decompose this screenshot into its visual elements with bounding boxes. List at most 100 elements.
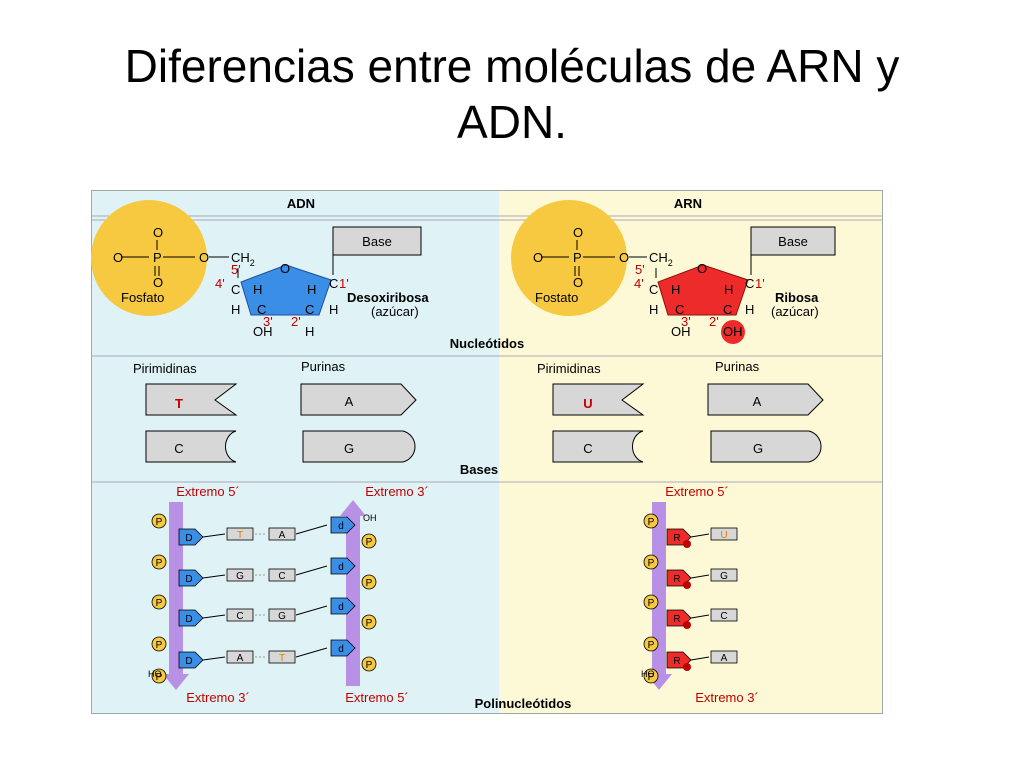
- rna-top-label: Extremo 5´: [665, 484, 729, 499]
- dna-h-left: H: [231, 302, 240, 317]
- rna-sugar-symbol: R: [673, 533, 680, 544]
- phosphate-symbol: P: [156, 517, 163, 528]
- dna-strand1-bottom-label: Extremo 3´: [186, 690, 250, 705]
- phosphate-circle: [361, 533, 377, 549]
- dna-strand1-top-label: Extremo 5´: [176, 484, 240, 499]
- dna-antiparallel-sugar: [330, 557, 356, 575]
- rna-base-letter: G: [720, 571, 728, 582]
- rna-h-left: H: [649, 302, 658, 317]
- dna-pyrimidine-c: C: [174, 441, 183, 456]
- dna-pyrimidine-t-shape: [145, 383, 238, 416]
- dna-c2-group: H: [305, 324, 314, 339]
- bond: [202, 614, 226, 619]
- rna-2-oh-dot: [683, 540, 691, 548]
- slide-title-line2: ADN.: [457, 96, 567, 148]
- phosphate-o-left: O: [113, 250, 123, 265]
- dna-nucleotide: O O P O O Fosfato CH2 5' O 4' C H H C 1'…: [91, 200, 429, 339]
- dna-base-partner: [268, 650, 296, 664]
- rna-c3: C: [675, 302, 684, 317]
- rna-purines-label: Purinas: [715, 359, 760, 374]
- phosphate-o-right: O: [619, 250, 629, 265]
- bases-section-label: Bases: [460, 462, 498, 477]
- rna-ch2: CH2: [649, 250, 673, 268]
- rna-purine-a: A: [753, 394, 762, 409]
- rna-prime-1: 1': [755, 276, 765, 291]
- rna-prime-3: 3': [681, 314, 691, 329]
- dna-prime-5: 5': [231, 262, 241, 277]
- bond: [202, 574, 226, 579]
- rna-c1: C: [745, 276, 754, 291]
- dna-base-partner: [268, 568, 296, 582]
- dna-sugar-symbol: D: [185, 574, 192, 585]
- rna-sugar-name: Ribosa: [775, 290, 819, 305]
- dna-purine-a-shape: [300, 383, 417, 416]
- rna-2-oh-dot: [683, 581, 691, 589]
- slide-title-line1: Diferencias entre moléculas de ARN y: [124, 40, 900, 92]
- rna-sugar-symbol: R: [673, 614, 680, 625]
- header-adn: ADN: [287, 196, 315, 211]
- dna-h4: H: [253, 282, 262, 297]
- rna-prime-4: 4': [634, 276, 644, 291]
- rna-base-flag-label: Base: [778, 234, 808, 249]
- phosphate-circle: [643, 594, 659, 610]
- rna-bases: Pirimidinas Purinas U A C G: [537, 359, 824, 463]
- dna-base-flag: [332, 226, 422, 256]
- rna-2-oh-dot: [683, 663, 691, 671]
- rna-base-letter: A: [721, 653, 728, 664]
- dna-base-letter: A: [237, 653, 244, 664]
- dna-base-partner-letter: A: [279, 530, 286, 541]
- deoxyribose-ring: [240, 264, 332, 316]
- phosphate-circle: [151, 513, 167, 529]
- dna-antiparallel-sugar: [330, 516, 356, 534]
- phosphate-o-bottom: O: [153, 275, 163, 290]
- rna-sugar-note: (azúcar): [771, 304, 819, 319]
- phosphate-symbol: P: [156, 640, 163, 651]
- phosphate-symbol: P: [648, 558, 655, 569]
- nucleotides-section-label: Nucleótidos: [450, 336, 524, 351]
- rna-pyrimidine-c: C: [583, 441, 592, 456]
- phosphate-circle: [151, 594, 167, 610]
- dna-base-flag-label: Base: [362, 234, 392, 249]
- phosphate-symbol: P: [648, 598, 655, 609]
- diagram-frame: [91, 190, 883, 714]
- dna-sugar-name: Desoxiribosa: [347, 290, 429, 305]
- dna-base-letter: T: [237, 530, 243, 541]
- dna-pyrimidines-label: Pirimidinas: [133, 361, 197, 376]
- dna-sugar-symbol: D: [185, 656, 192, 667]
- rna-sugar-symbol: R: [673, 656, 680, 667]
- rna-c2: C: [723, 302, 732, 317]
- rna-c4: C: [649, 282, 658, 297]
- dna-purine-g: G: [344, 441, 354, 456]
- dna-base-partner: [268, 527, 296, 541]
- rna-phosphate-label: Fostato: [535, 290, 578, 305]
- dna-ch2: CH2: [231, 250, 255, 268]
- rna-base: [710, 527, 738, 541]
- dna-purine-a: A: [345, 394, 354, 409]
- phosphate-symbol: P: [366, 537, 373, 548]
- dna-sugar: [178, 528, 204, 546]
- rna-purine-g: G: [753, 441, 763, 456]
- rna-prime-2: 2': [709, 314, 719, 329]
- dna-sugar: [178, 569, 204, 587]
- polynucleotides-section-label: Polinucleótidos: [475, 696, 572, 711]
- ribose-ring: [657, 264, 749, 316]
- phosphate-symbol: P: [156, 672, 163, 683]
- bond: [295, 524, 328, 535]
- diagram-detail-layer: ADN ARN O O P O O Fosfato CH2 5' O 4' C …: [91, 190, 883, 714]
- dna-sugar-note: (azúcar): [371, 304, 419, 319]
- phosphate-circle: [361, 574, 377, 590]
- bond: [690, 533, 710, 538]
- dna-h-right: H: [329, 302, 338, 317]
- phosphate-symbol: P: [156, 598, 163, 609]
- dna-antiparallel-sugar-symbol: d: [338, 521, 344, 532]
- bond: [295, 605, 328, 616]
- rna-purine-g-shape: [710, 430, 822, 463]
- dna-base-letter: G: [236, 571, 244, 582]
- dna-phosphate-circle: [91, 200, 207, 316]
- bond: [295, 565, 328, 576]
- dna-sugar: [178, 651, 204, 669]
- phosphate-circle: [643, 554, 659, 570]
- dna-prime-1: 1': [339, 276, 349, 291]
- bond: [690, 614, 710, 619]
- dna-base: [226, 568, 254, 582]
